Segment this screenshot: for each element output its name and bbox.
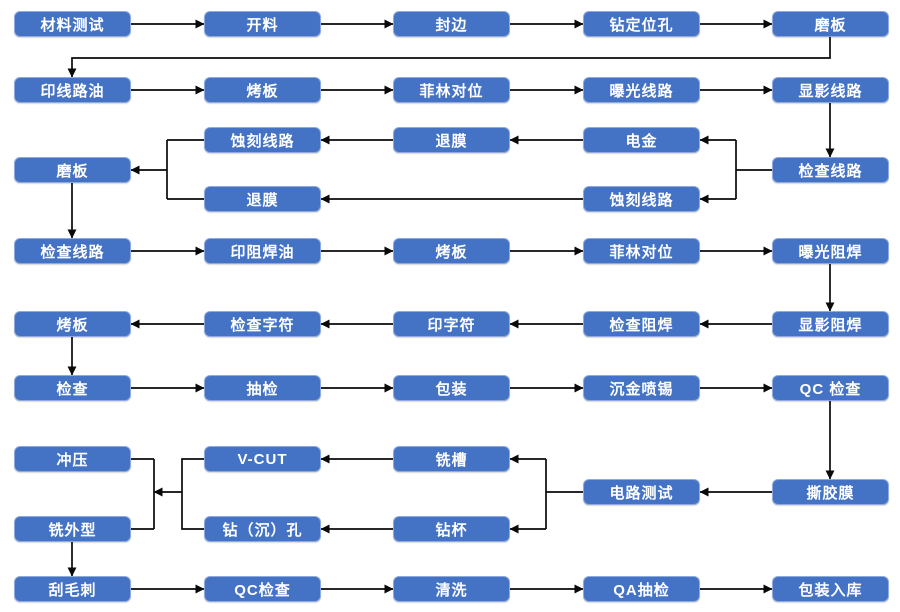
node-board-grinding-1: 磨板 bbox=[772, 11, 889, 37]
node-inspect-circuit-1: 检查线路 bbox=[772, 157, 889, 183]
node-strip-film-top: 退膜 bbox=[393, 127, 510, 153]
node-inspect-circuit-2: 检查线路 bbox=[14, 238, 131, 264]
node-inspect-soldermask: 检查阻焊 bbox=[583, 311, 700, 337]
node-expose-soldermask: 曝光阻焊 bbox=[772, 238, 889, 264]
node-bake-board-1: 烤板 bbox=[204, 77, 321, 103]
node-qc-inspect-1: QC 检查 bbox=[772, 375, 889, 401]
node-etch-circuit-top: 蚀刻线路 bbox=[204, 127, 321, 153]
node-print-legend: 印字符 bbox=[393, 311, 510, 337]
node-qa-sampling: QA抽检 bbox=[583, 576, 700, 602]
node-electrical-test: 电路测试 bbox=[583, 479, 700, 505]
node-bake-board-2: 烤板 bbox=[393, 238, 510, 264]
node-drill-cup: 钻杯 bbox=[393, 516, 510, 542]
node-punching: 冲压 bbox=[14, 446, 131, 472]
node-qc-inspect-2: QC检查 bbox=[204, 576, 321, 602]
node-film-alignment-2: 菲林对位 bbox=[583, 238, 700, 264]
node-print-soldermask-oil: 印阻焊油 bbox=[204, 238, 321, 264]
node-v-cut: V-CUT bbox=[204, 446, 321, 472]
node-edge-sealing: 封边 bbox=[393, 11, 510, 37]
node-packing-warehouse: 包装入库 bbox=[772, 576, 889, 602]
node-gold-plating: 电金 bbox=[583, 127, 700, 153]
node-board-grinding-2: 磨板 bbox=[14, 157, 131, 183]
node-sampling-inspect: 抽检 bbox=[204, 375, 321, 401]
node-bake-board-3: 烤板 bbox=[14, 311, 131, 337]
node-inspect: 检查 bbox=[14, 375, 131, 401]
node-strip-film-bottom: 退膜 bbox=[204, 186, 321, 212]
node-rout-outline: 铣外型 bbox=[14, 516, 131, 542]
node-drill-locating-holes: 钻定位孔 bbox=[583, 11, 700, 37]
node-material-test: 材料测试 bbox=[14, 11, 131, 37]
node-inspect-legend: 检查字符 bbox=[204, 311, 321, 337]
node-etch-circuit-bottom: 蚀刻线路 bbox=[583, 186, 700, 212]
node-rout-slot: 铣槽 bbox=[393, 446, 510, 472]
node-develop-circuit: 显影线路 bbox=[772, 77, 889, 103]
edge-v-cut-to-merge-cut bbox=[181, 458, 204, 492]
node-deburring: 刮毛刺 bbox=[14, 576, 131, 602]
node-film-alignment-1: 菲林对位 bbox=[393, 77, 510, 103]
node-develop-soldermask: 显影阻焊 bbox=[772, 311, 889, 337]
node-peel-film: 撕胶膜 bbox=[772, 479, 889, 505]
node-expose-circuit: 曝光线路 bbox=[583, 77, 700, 103]
edge-drill-counter-holes-to-merge-cut bbox=[181, 492, 204, 530]
node-packing: 包装 bbox=[393, 375, 510, 401]
node-cutting: 开料 bbox=[204, 11, 321, 37]
node-drill-counter-holes: 钻（沉）孔 bbox=[204, 516, 321, 542]
node-print-circuit-oil: 印线路油 bbox=[14, 77, 131, 103]
node-cleaning: 清洗 bbox=[393, 576, 510, 602]
edge-board-grinding-1-to-print-circuit-oil bbox=[67, 37, 831, 78]
node-enig-hasl: 沉金喷锡 bbox=[583, 375, 700, 401]
